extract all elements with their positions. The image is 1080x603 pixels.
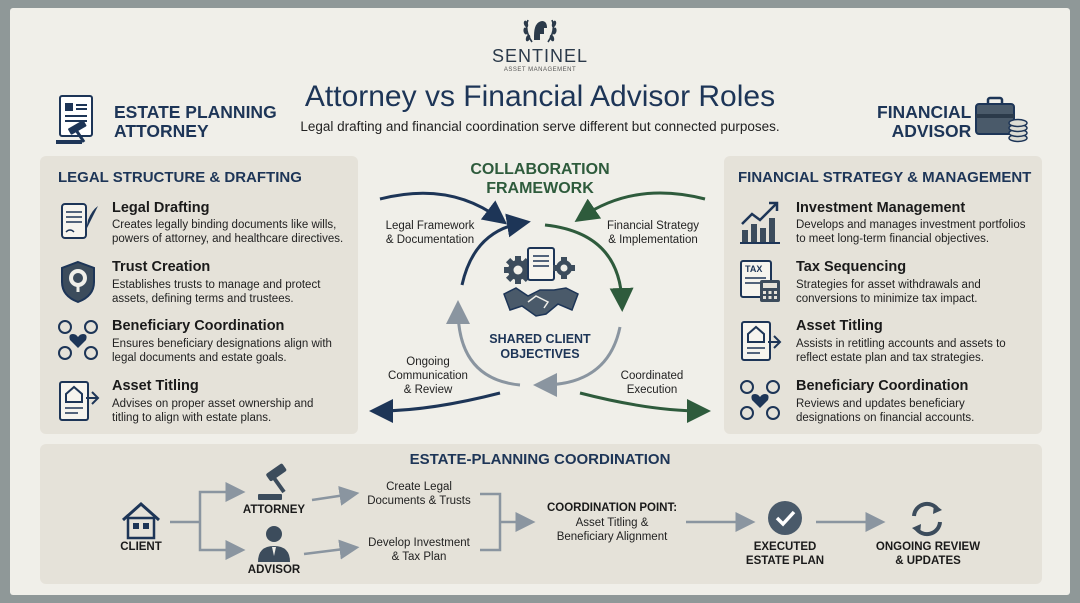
advisor-label: ADVISOR xyxy=(247,564,301,576)
attorney-heading-text: ESTATE PLANNING ATTORNEY xyxy=(114,102,277,141)
coordination-point-label: COORDINATION POINT: xyxy=(546,502,678,514)
left-item-title: Asset Titling xyxy=(112,378,199,394)
financial-strategy-title: FINANCIAL STRATEGY & MANAGEMENT xyxy=(738,169,1032,186)
tax-calculator-icon: TAX xyxy=(740,260,780,302)
client-label: CLIENT xyxy=(120,541,162,553)
refresh-cycle-icon xyxy=(912,501,942,537)
people-heart-icon xyxy=(58,320,98,360)
checkmark-circle-icon xyxy=(768,501,802,535)
left-item-desc: Advises on proper asset ownership and ti… xyxy=(112,398,314,424)
right-item-title: Beneficiary Coordination xyxy=(796,378,969,394)
advisor-task: Develop Investment & Tax Plan xyxy=(368,537,470,563)
briefcase-coins-icon xyxy=(975,96,1028,143)
shield-tree-icon xyxy=(61,260,95,304)
shared-objectives-label: SHARED CLIENT OBJECTIVES xyxy=(489,332,591,361)
left-item-desc: Establishes trusts to manage and protect… xyxy=(112,279,321,305)
attorney-task: Create Legal Documents & Trusts xyxy=(367,481,471,507)
left-item-title: Trust Creation xyxy=(112,259,211,275)
attorney-heading: ESTATE PLANNING ATTORNEY xyxy=(114,103,277,141)
laurel-helmet-logo-icon xyxy=(523,19,557,43)
collaboration-title: COLLABORATION FRAMEWORK xyxy=(470,161,610,197)
right-item-desc: Strategies for asset withdrawals and con… xyxy=(796,279,981,305)
left-item-desc: Creates legally binding documents like w… xyxy=(112,219,344,245)
gear-document-handshake-icon xyxy=(503,247,579,317)
collab-label-financial: Financial Strategy & Implementation xyxy=(606,220,700,246)
ongoing-review-label: ONGOING REVIEW & UPDATES xyxy=(875,541,981,567)
scroll-quill-icon xyxy=(61,203,98,239)
right-item-desc: Reviews and updates beneficiary designat… xyxy=(796,398,975,424)
page-title: Attorney vs Financial Advisor Roles xyxy=(304,80,776,113)
coordination-point-text: Asset Titling & Beneficiary Alignment xyxy=(556,517,668,543)
right-item-desc: Develops and manages investment portfoli… xyxy=(796,219,1026,245)
advisor-heading: FINANCIAL ADVISOR xyxy=(877,103,971,141)
advisor-person-icon xyxy=(258,526,290,562)
left-item-title: Beneficiary Coordination xyxy=(112,318,285,334)
collab-label-legal: Legal Framework & Documentation xyxy=(385,220,475,246)
legal-structure-panel xyxy=(40,156,358,434)
collaboration-cycle-arrows xyxy=(369,191,711,423)
page-subtitle: Legal drafting and financial coordinatio… xyxy=(300,119,780,134)
growth-chart-icon xyxy=(740,201,780,244)
house-document-icon xyxy=(741,321,782,361)
house-document-icon xyxy=(59,381,100,421)
right-item-title: Tax Sequencing xyxy=(796,259,907,275)
legal-structure-title: LEGAL STRUCTURE & DRAFTING xyxy=(58,169,302,186)
svg-text:TAX: TAX xyxy=(745,264,762,274)
gavel-icon xyxy=(258,463,287,500)
legal-document-gavel-icon xyxy=(56,95,93,144)
advisor-heading-text: FINANCIAL ADVISOR xyxy=(877,102,972,141)
people-heart-icon xyxy=(740,380,780,420)
brand-name: SENTINEL xyxy=(491,46,589,66)
attorney-label: ATTORNEY xyxy=(242,504,306,516)
collab-label-communication: Ongoing Communication & Review xyxy=(388,356,468,396)
left-item-title: Legal Drafting xyxy=(112,200,210,216)
coordination-flow-arrows xyxy=(170,482,886,560)
executed-estate-plan-label: EXECUTED ESTATE PLAN xyxy=(745,541,825,567)
right-item-title: Asset Titling xyxy=(796,318,883,334)
collab-label-execution: Coordinated Execution xyxy=(620,370,684,396)
left-item-desc: Ensures beneficiary designations align w… xyxy=(112,338,332,364)
right-item-desc: Assists in retitling accounts and assets… xyxy=(796,338,1006,364)
right-item-title: Investment Management xyxy=(796,200,966,216)
brand-tagline: ASSET MANAGEMENT xyxy=(503,67,577,73)
house-icon xyxy=(122,501,160,540)
coordination-title: ESTATE-PLANNING COORDINATION xyxy=(409,451,671,468)
